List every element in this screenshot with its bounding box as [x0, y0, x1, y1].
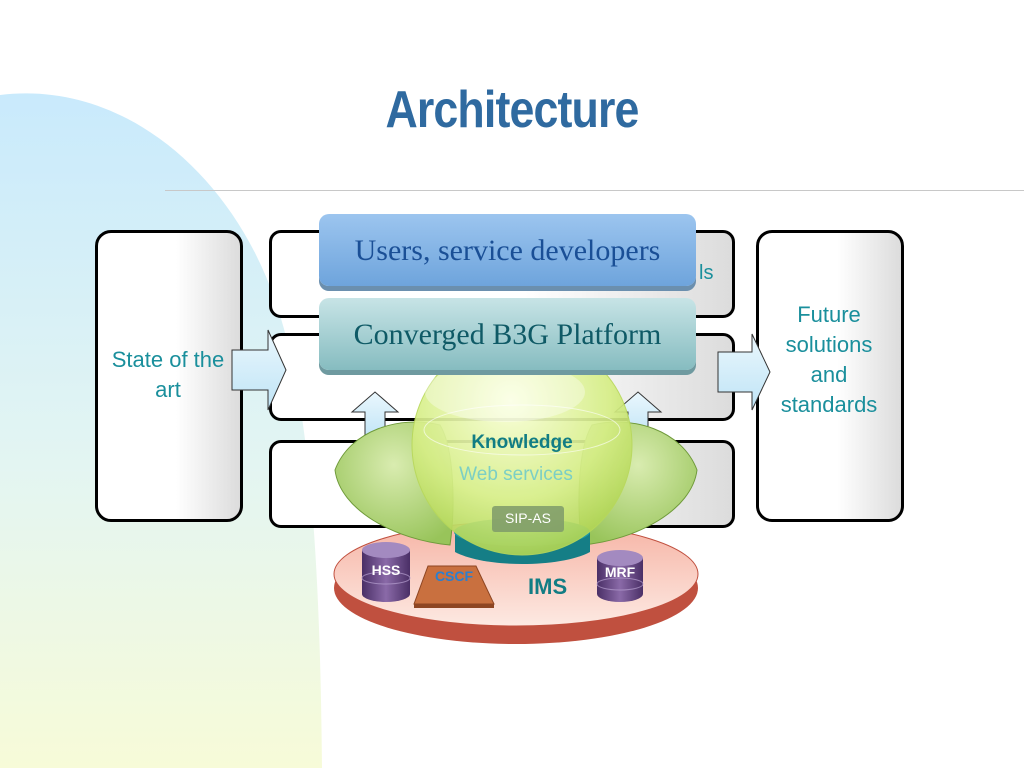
future-solutions-box: [756, 230, 904, 522]
hss-database-icon: [362, 550, 410, 602]
sip-as-label: SIP-AS: [505, 510, 551, 526]
future-solutions-label: Future solutions and standards: [756, 300, 902, 420]
web-services-label: Web services: [459, 464, 573, 485]
cscf-label: CSCF: [434, 568, 474, 584]
future-line-3: and: [810, 362, 848, 387]
top-row-partial-label: ls: [699, 262, 714, 284]
future-line-2: solutions: [785, 332, 873, 357]
arrow-right-left: [231, 329, 287, 411]
state-of-art-line-1: State of the: [111, 347, 225, 372]
state-of-art-label: State of the art: [92, 345, 244, 405]
arrow-right-right: [717, 333, 771, 411]
future-line-4: standards: [780, 392, 878, 417]
sip-as-badge: [492, 506, 564, 532]
sphere-inner-rim: [423, 404, 621, 456]
sphere-highlight: [425, 362, 585, 422]
hss-database-top: [362, 542, 410, 558]
future-line-1: Future: [797, 302, 861, 327]
title-divider: [165, 190, 1024, 191]
page-title: Architecture: [385, 81, 639, 139]
state-of-art-line-2: art: [155, 377, 181, 402]
converged-platform-banner: Converged B3G Platform: [319, 298, 696, 370]
ims-label: IMS: [528, 574, 568, 599]
knowledge-label: Knowledge: [471, 432, 573, 453]
mrf-database-top: [597, 550, 643, 566]
hss-label: HSS: [371, 562, 401, 578]
mrf-label: MRF: [604, 564, 636, 580]
mrf-database-icon: [597, 558, 643, 602]
users-developers-banner: Users, service developers: [319, 214, 696, 286]
